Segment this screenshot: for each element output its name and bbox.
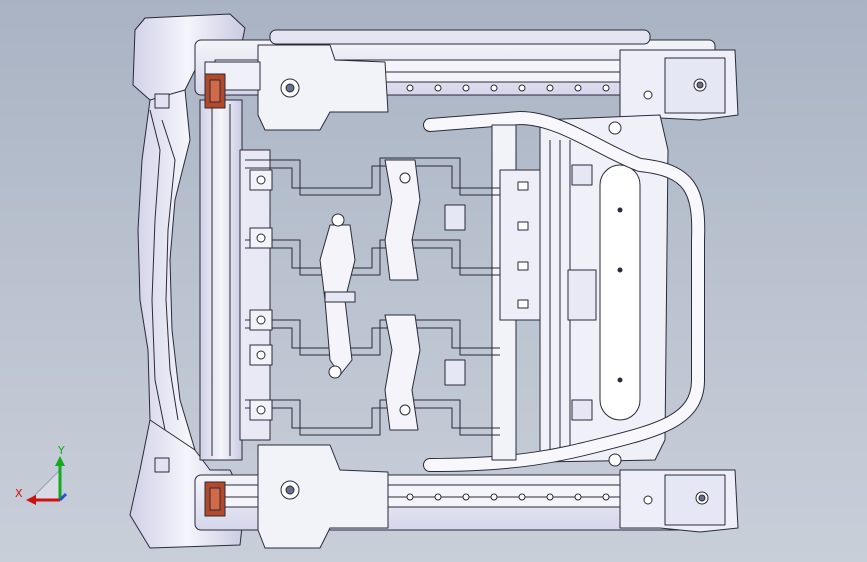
- side-clips: [249, 169, 273, 421]
- seat-suspension-wires: [245, 157, 500, 436]
- left-pivot-block: [154, 93, 170, 109]
- front-slot: [599, 164, 641, 421]
- bottom-left-bracket: [257, 444, 389, 549]
- top-left-bracket: [257, 44, 389, 131]
- left-side-member: [199, 99, 243, 461]
